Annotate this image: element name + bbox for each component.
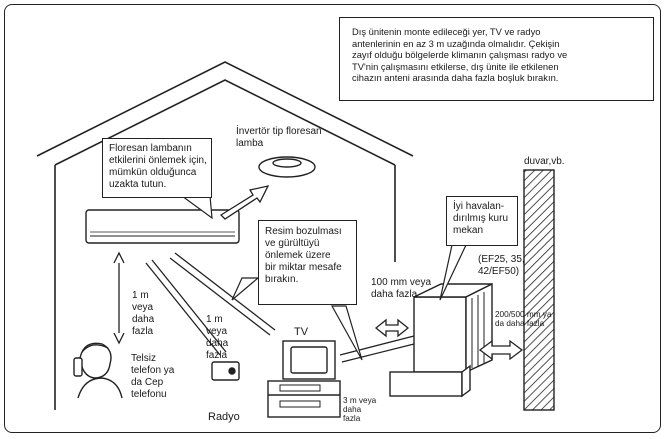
callout-line: bir miktar mesafe [265, 262, 342, 273]
outdoor-placement-note: Dış ünitenin monte edileceği yer, TV ve … [339, 17, 654, 101]
label-line: da Cep [131, 377, 164, 388]
radio-distance-label: 1 m veya daha fazla [206, 314, 228, 362]
tv-set [267, 340, 341, 418]
label-line: İnvertör tip floresan [236, 126, 322, 137]
label-line: 100 mm veya [371, 277, 432, 288]
callout-line: İyi havalan- [453, 201, 505, 212]
phone-user [73, 342, 123, 399]
callout-line: mümkün olduğunca [109, 167, 197, 178]
radio-label: Radyo [208, 411, 240, 423]
callout-line: Floresan lambanın [109, 143, 192, 154]
tv-label: TV [294, 326, 309, 338]
interference-callout: Resim bozulması ve gürültüyü önlemek üze… [258, 220, 357, 305]
phone-label: Telsiz telefon ya da Cep telefonu [131, 353, 174, 401]
callout-line: ve gürültüyü [265, 238, 320, 249]
label-line: (EF25, 35, [478, 254, 525, 265]
wall-label: duvar,vb. [524, 156, 565, 167]
fluorescent-callout: Floresan lambanın etkilerini önlemek içi… [102, 138, 212, 198]
callout-line: önlemek üzere [265, 250, 331, 261]
callout-line: Resim bozulması [265, 226, 342, 237]
note-line: cihazın anteni arasında daha fazla boşlu… [352, 72, 559, 84]
clearance-200-label: 200/500 mm ya da daha fazla [495, 310, 551, 328]
wall-hatch [523, 169, 555, 411]
label-line: telefonu [131, 389, 167, 400]
label-line: 1 m [132, 290, 149, 301]
model-label: (EF25, 35, 42/EF50) [478, 254, 525, 278]
label-line: lamba [236, 138, 264, 149]
callout-pointers [180, 195, 467, 361]
label-line: da daha fazla [495, 319, 545, 328]
note-line: Dış ünitenin monte edileceği yer, TV ve … [352, 26, 541, 37]
note-line: zayıf olduğu bölgelerde klimanın çalışma… [352, 49, 568, 61]
label-line: 200/500 mm ya [495, 310, 552, 319]
phone-distance-label: 1 m veya daha fazla [132, 290, 154, 338]
callout-line: uzakta tutun. [109, 179, 167, 190]
label-line: daha [132, 314, 155, 325]
callout-line: bırakın. [265, 274, 299, 285]
fluorescent-lamp [258, 156, 316, 178]
inverter-lamp-label: İnvertör tip floresan lamba [236, 126, 322, 150]
label-line: daha [343, 405, 362, 414]
radio-device [211, 361, 240, 381]
ventilation-callout: İyi havalan- dırılmış kuru mekan [446, 196, 518, 246]
label-line: 3 m veya [343, 396, 377, 405]
label-line: veya [132, 302, 154, 313]
indoor-unit [85, 209, 240, 244]
clearance-3m-label: 3 m veya daha fazla [343, 396, 376, 423]
label-line: fazla [206, 350, 228, 361]
diagram-frame [4, 4, 661, 433]
callout-line: mekan [453, 225, 484, 236]
label-line: telefon ya [131, 365, 175, 376]
label-line: fazla [132, 326, 154, 337]
label-line: 1 m [206, 314, 223, 325]
label-line: Telsiz [131, 353, 157, 364]
distance-arrows [113, 185, 415, 363]
note-line: antenlerinin en az 3 m uzağında olmalıdı… [352, 37, 560, 49]
house-outline [36, 61, 414, 410]
label-line: 42/EF50) [478, 266, 520, 277]
clearance-100-label: 100 mm veya daha fazla [371, 277, 431, 301]
callout-line: dırılmış kuru [453, 213, 509, 224]
note-line: TV'nin çalışmasını etkilerse, dış ünite … [352, 60, 559, 72]
callout-line: etkilerini önlemek için, [109, 155, 207, 166]
label-line: veya [206, 326, 228, 337]
label-line: daha [206, 338, 229, 349]
clearance-arrows [374, 318, 524, 361]
label-line: fazla [343, 414, 361, 423]
label-line: daha fazla [371, 289, 418, 300]
